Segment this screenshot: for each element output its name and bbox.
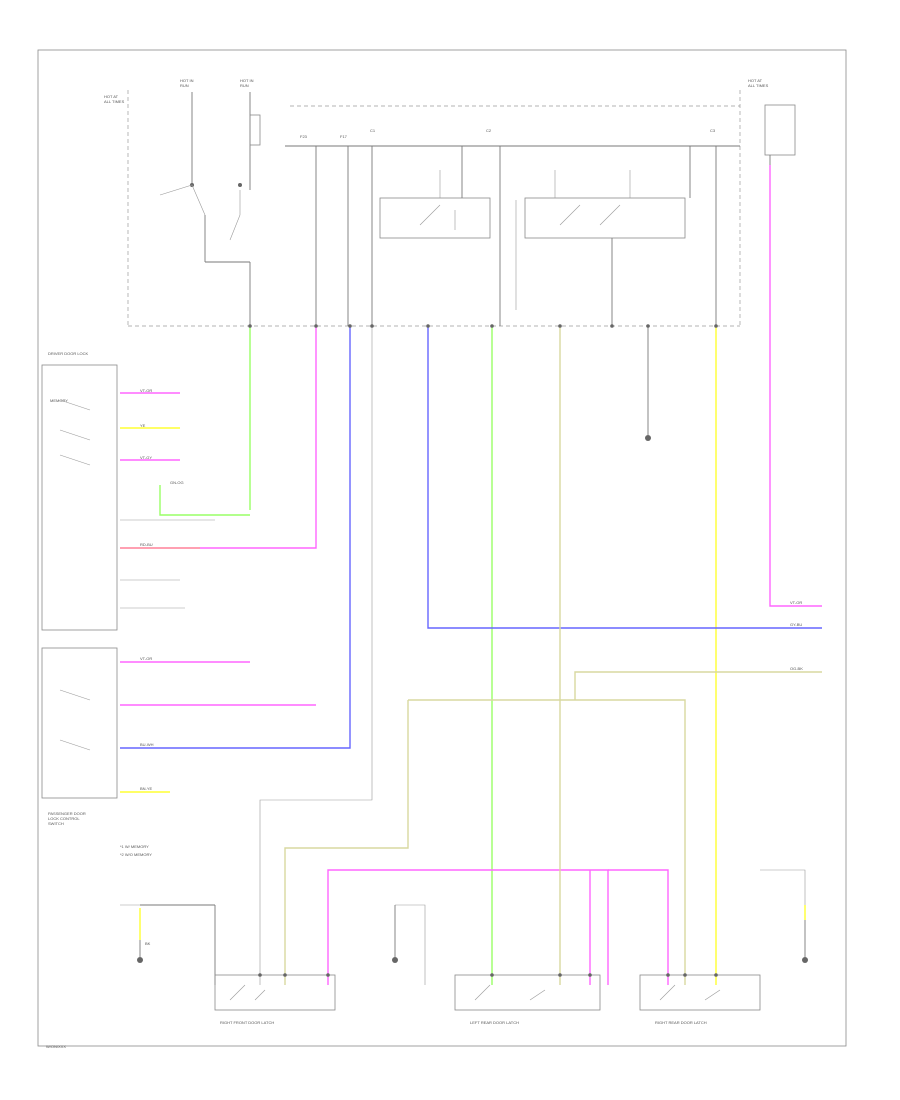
junction-verticals [315,146,717,326]
svg-text:F23: F23 [300,134,308,139]
svg-text:C1: C1 [370,128,376,133]
svg-text:C3: C3 [710,128,716,133]
label-lr-latch: LEFT REAR DOOR LATCH [470,1020,519,1025]
svg-text:HOT AT: HOT AT [104,94,119,99]
label-rr-latch: RIGHT REAR DOOR LATCH [655,1020,707,1025]
wl-3: VT-GY [140,455,152,460]
legend-1: *1 W/ MEMORY [120,844,149,849]
latch-lr [454,974,601,1011]
wl-2: YE [140,423,146,428]
relay-area [159,92,261,326]
wl-11: OG-BK [790,666,803,671]
wire-labels: VT-OR YE VT-GY GN-OG RD-BU BU-WH VT-OR B… [140,388,803,946]
svg-text:SWITCH: SWITCH [48,821,64,826]
diagram-frame [37,49,847,1047]
relay-block-2 [524,146,691,239]
right-top-component [764,104,796,165]
connector-dots [248,324,718,977]
footer-code: W/ON/XXX [46,1044,66,1049]
wire-gray [120,326,806,985]
wl-4: GN-OG [170,480,184,485]
latch-rf [214,974,336,1011]
wl-8: BN-YE [140,786,153,791]
wire-tan [284,326,822,985]
svg-text:ALL TIMES: ALL TIMES [104,99,125,104]
svg-text:LOCK CONTROL: LOCK CONTROL [48,816,80,821]
wl-10: GY-BU [790,622,802,627]
legend-2: *2 W/O MEMORY [120,852,152,857]
wire-green [159,326,493,985]
ground-symbols [137,326,808,985]
wl-6: BU-WH [140,742,154,747]
wire-yellow [120,326,806,985]
svg-text:RUN: RUN [240,83,249,88]
relay-block-1 [379,146,491,239]
svg-text:PASSENGER DOOR: PASSENGER DOOR [48,811,86,816]
latch-rr [639,974,761,1011]
svg-text:DRIVER DOOR LOCK: DRIVER DOOR LOCK [48,351,89,356]
wl-9: VT-OR [790,600,802,605]
svg-text:HOT IN: HOT IN [240,78,254,83]
junction-box [127,90,741,327]
svg-text:MEMORY: MEMORY [50,398,68,403]
svg-text:ALL TIMES: ALL TIMES [748,83,769,88]
wl-5: RD-BU [140,542,153,547]
driver-switch [41,364,118,631]
passenger-switch [41,647,118,799]
label-rf-latch: RIGHT FRONT DOOR LATCH [220,1020,274,1025]
wl-7: VT-OR [140,656,152,661]
wl-12: BK [145,941,151,946]
svg-text:C2: C2 [486,128,492,133]
svg-text:F17: F17 [340,134,348,139]
svg-text:RUN: RUN [180,83,189,88]
wl-1: VT-OR [140,388,152,393]
svg-text:HOT IN: HOT IN [180,78,194,83]
wire-blue [120,326,822,749]
svg-text:HOT AT: HOT AT [748,78,763,83]
